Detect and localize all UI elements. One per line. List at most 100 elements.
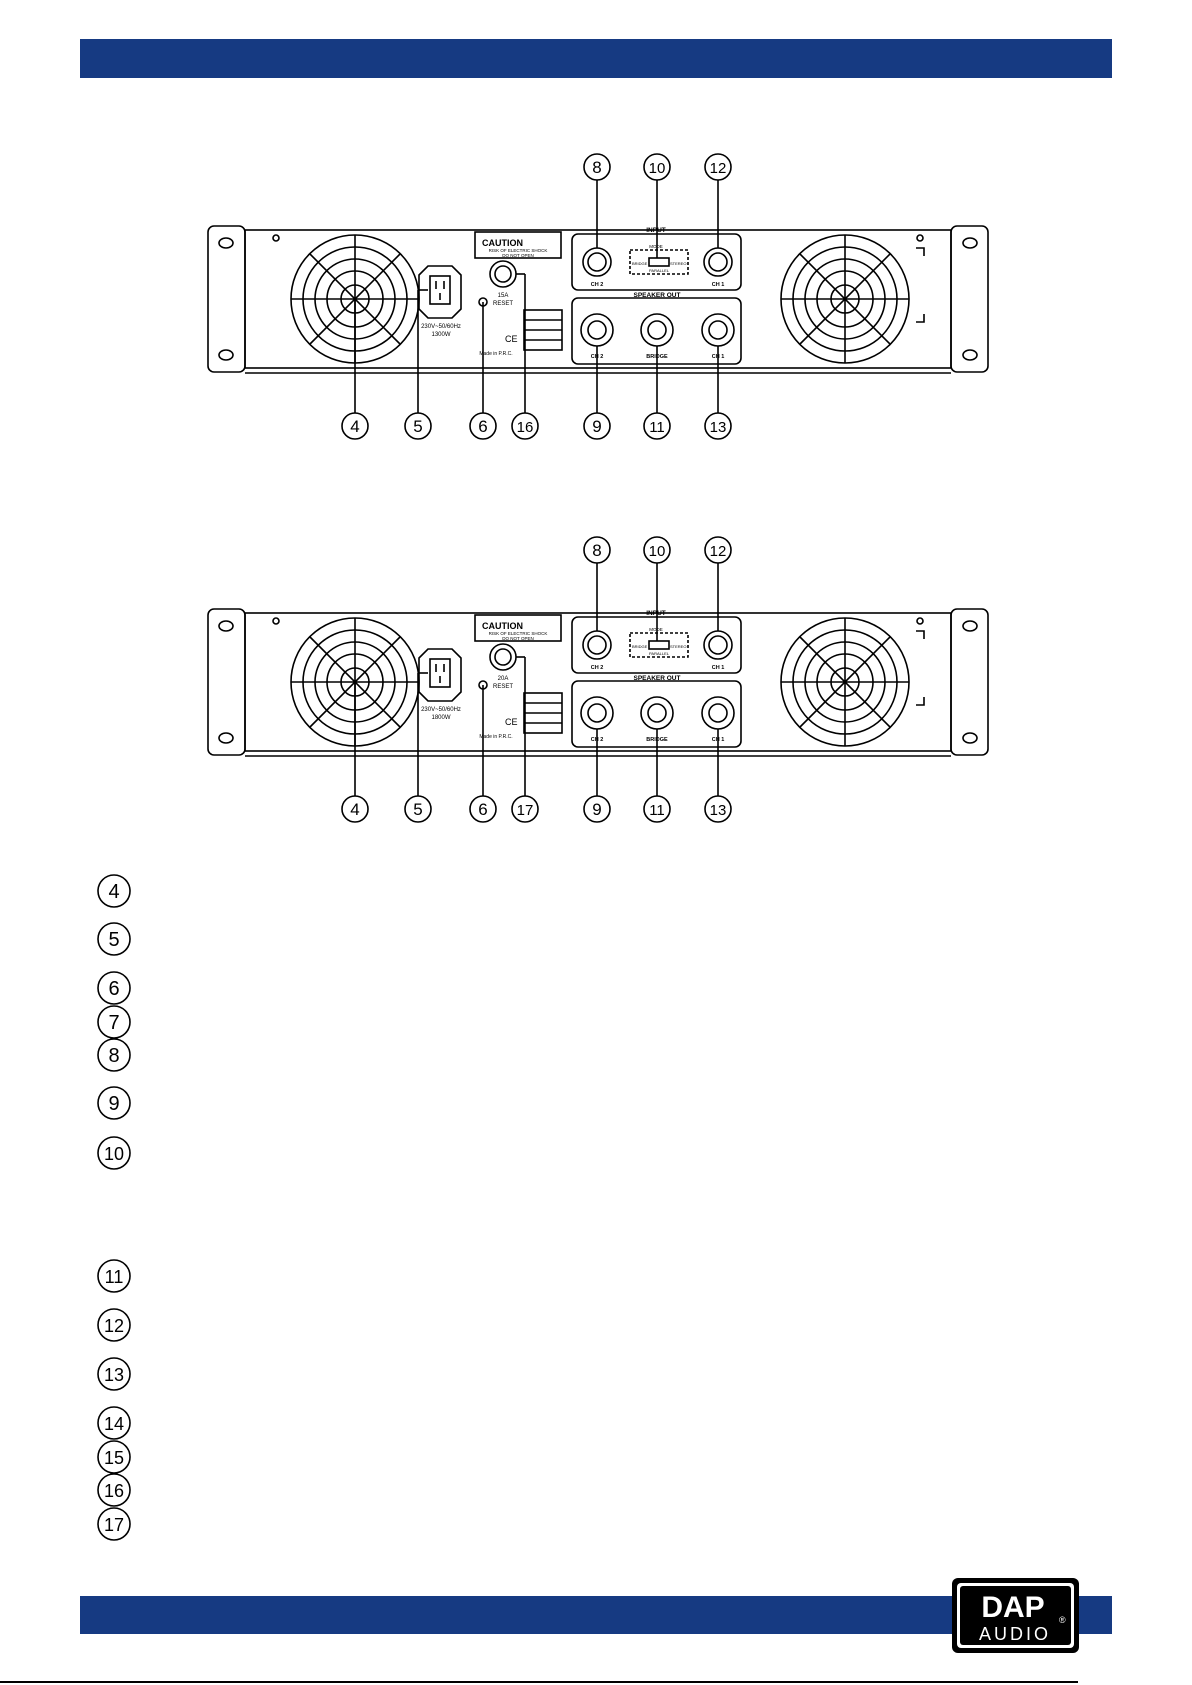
legend-item-16: 16 [94, 1470, 134, 1510]
mode-label: MODE [649, 627, 663, 632]
legend-item-4: 4 [94, 871, 134, 911]
svg-text:12: 12 [710, 160, 727, 177]
power-rating-watt: 1800W [431, 715, 450, 721]
callout-8: 8 [583, 536, 611, 564]
made-in-label: Made in P.R.C. [479, 734, 512, 740]
fuse-rating: 15A [498, 293, 509, 299]
callout-12: 12 [704, 153, 732, 181]
legend-item-14: 14 [94, 1403, 134, 1443]
svg-text:12: 12 [104, 1316, 124, 1336]
svg-text:11: 11 [649, 802, 665, 819]
callout-leaders [354, 563, 719, 809]
switch-parallel-label: PARALLEL [649, 651, 670, 656]
svg-text:8: 8 [592, 541, 601, 560]
svg-text:17: 17 [104, 1515, 124, 1535]
svg-text:13: 13 [710, 419, 727, 436]
fuse-reset-label: RESET [493, 684, 513, 690]
switch-parallel-label: PARALLEL [649, 268, 670, 273]
caution-subtitle: RISK OF ELECTRIC SHOCK [489, 248, 548, 253]
svg-text:4: 4 [350, 800, 359, 819]
svg-text:12: 12 [710, 543, 727, 560]
callout-17: 17 [511, 795, 539, 823]
svg-text:9: 9 [108, 1093, 119, 1115]
callout-5: 5 [404, 795, 432, 823]
fuse-reset-button [489, 643, 517, 671]
svg-text:10: 10 [104, 1144, 124, 1164]
svg-text:10: 10 [649, 160, 666, 177]
input-ch2-label: CH 2 [591, 665, 604, 671]
svg-text:13: 13 [104, 1365, 124, 1385]
fan-grille-right [780, 617, 910, 747]
callout-8: 8 [583, 153, 611, 181]
svg-text:17: 17 [517, 802, 534, 819]
callout-13: 13 [704, 795, 732, 823]
switch-bridge-label: BRIDGE [632, 261, 648, 266]
input-label: INPUT [646, 610, 666, 617]
footer-bar [80, 1596, 1112, 1634]
logo-text-dap: DAP [981, 1591, 1044, 1624]
svg-text:15: 15 [104, 1448, 124, 1468]
callout-11: 11 [643, 795, 671, 823]
rear-panel-diagram-1: CAUTION RISK OF ELECTRIC SHOCK DO NOT OP… [200, 150, 1000, 440]
ce-mark: CE [505, 334, 518, 344]
dap-audio-logo: DAP ® AUDIO [951, 1577, 1080, 1654]
caution-subtitle-2: DO NOT OPEN [502, 253, 533, 258]
svg-text:11: 11 [649, 419, 665, 436]
switch-stereo-label: STEREO [670, 261, 686, 266]
svg-text:11: 11 [105, 1267, 124, 1287]
caution-label-box [474, 614, 562, 642]
rear-panel-svg: CAUTION RISK OF ELECTRIC SHOCK DO NOT OP… [207, 536, 989, 823]
svg-text:5: 5 [413, 417, 422, 436]
svg-text:8: 8 [592, 158, 601, 177]
callout-5: 5 [404, 412, 432, 440]
chassis-outline [244, 229, 952, 369]
footer-rule [0, 1681, 1078, 1683]
logo-text-audio: AUDIO [979, 1624, 1051, 1644]
callout-9: 9 [583, 412, 611, 440]
logo-registered: ® [1059, 1615, 1066, 1625]
svg-text:5: 5 [108, 929, 119, 951]
legend-item-12: 12 [94, 1305, 134, 1345]
power-rating-voltage: 230V~50/60Hz [421, 324, 461, 330]
legend-item-5: 5 [94, 919, 134, 959]
legend-item-13: 13 [94, 1354, 134, 1394]
caution-subtitle: RISK OF ELECTRIC SHOCK [489, 631, 548, 636]
iec-power-socket [418, 265, 462, 319]
chassis-outline [244, 612, 952, 752]
legend-item-6: 6 [94, 968, 134, 1008]
caution-title: CAUTION [482, 621, 523, 631]
legend-item-10: 10 [94, 1133, 134, 1173]
fuse-reset-label: RESET [493, 301, 513, 307]
input-ch1-label: CH 1 [712, 665, 725, 671]
svg-text:9: 9 [592, 800, 601, 819]
callout-6: 6 [469, 795, 497, 823]
speaker-out-label: SPEAKER OUT [634, 675, 681, 682]
header-bar [80, 39, 1112, 78]
svg-text:10: 10 [649, 543, 666, 560]
made-in-label: Made in P.R.C. [479, 351, 512, 357]
svg-text:16: 16 [104, 1481, 124, 1501]
callout-9: 9 [583, 795, 611, 823]
svg-text:16: 16 [517, 419, 534, 436]
callout-16: 16 [511, 412, 539, 440]
legend-item-7: 7 [94, 1002, 134, 1042]
svg-text:4: 4 [350, 417, 359, 436]
rear-panel-svg: CAUTION RISK OF ELECTRIC SHOCK DO NOT OP… [207, 153, 989, 440]
input-ch1-label: CH 1 [712, 282, 725, 288]
fan-grille-right [780, 234, 910, 364]
fuse-reset-button [489, 260, 517, 288]
callout-10: 10 [643, 536, 671, 564]
legend-item-15: 15 [94, 1437, 134, 1477]
callout-12: 12 [704, 536, 732, 564]
switch-stereo-label: STEREO [670, 644, 686, 649]
speaker-out-label: SPEAKER OUT [634, 292, 681, 299]
caution-subtitle-2: DO NOT OPEN [502, 636, 533, 641]
svg-text:9: 9 [592, 417, 601, 436]
power-rating-voltage: 230V~50/60Hz [421, 707, 461, 713]
callout-13: 13 [704, 412, 732, 440]
callout-11: 11 [643, 412, 671, 440]
rear-panel-diagram-2: CAUTION RISK OF ELECTRIC SHOCK DO NOT OP… [200, 533, 1000, 823]
callout-leaders [354, 180, 719, 426]
ce-mark: CE [505, 717, 518, 727]
